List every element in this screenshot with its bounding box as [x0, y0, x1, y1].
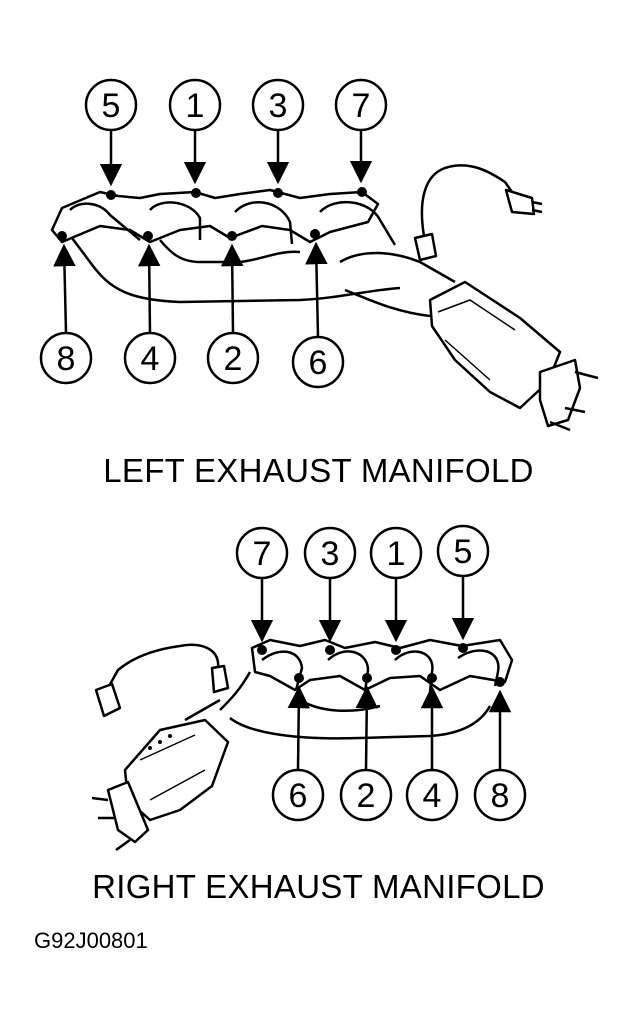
callout-circle: 3 — [303, 526, 357, 643]
figure-code: G92J00801 — [34, 928, 148, 953]
callout-number: 1 — [387, 535, 406, 573]
callout-circle: 7 — [334, 78, 388, 184]
callout-circle: 4 — [123, 243, 177, 385]
callout-circle: 4 — [405, 685, 459, 822]
callout-number: 8 — [491, 777, 510, 815]
right-manifold-caption: RIGHT EXHAUST MANIFOLD — [92, 868, 545, 905]
callout-circle: 6 — [271, 685, 325, 822]
callout-circle: 1 — [168, 78, 222, 185]
callout-number: 7 — [352, 87, 371, 125]
callout-number: 3 — [321, 535, 340, 573]
callout-number: 3 — [269, 87, 288, 125]
callout-circle: 6 — [291, 241, 345, 389]
left-callouts-top: 5 1 3 7 — [84, 78, 388, 187]
callout-number: 4 — [141, 340, 160, 378]
right-callouts-top: 7 3 1 5 — [235, 524, 490, 643]
callout-circle: 1 — [369, 526, 423, 643]
callout-circle: 8 — [473, 689, 527, 822]
callout-circle: 2 — [339, 685, 393, 822]
callout-circle: 5 — [436, 524, 490, 641]
left-manifold-caption: LEFT EXHAUST MANIFOLD — [103, 452, 534, 489]
callout-number: 6 — [289, 777, 308, 815]
callout-number: 5 — [454, 533, 473, 571]
right-manifold-drawing — [91, 638, 514, 852]
left-manifold-drawing — [50, 164, 599, 432]
callout-circle: 2 — [206, 243, 260, 385]
callout-number: 2 — [357, 777, 376, 815]
callout-number: 4 — [423, 777, 442, 815]
right-callouts-bottom: 6 2 4 8 — [271, 685, 527, 822]
callout-number: 8 — [57, 340, 76, 378]
callout-number: 2 — [224, 340, 243, 378]
callout-circle: 8 — [39, 243, 93, 385]
callout-circle: 5 — [84, 78, 138, 187]
callout-number: 1 — [186, 87, 205, 125]
callout-circle: 7 — [235, 526, 289, 643]
callout-number: 6 — [309, 344, 328, 382]
left-callouts-bottom: 8 4 2 6 — [39, 241, 345, 389]
callout-number: 5 — [102, 87, 121, 125]
callout-circle: 3 — [251, 78, 305, 185]
callout-number: 7 — [253, 535, 272, 573]
